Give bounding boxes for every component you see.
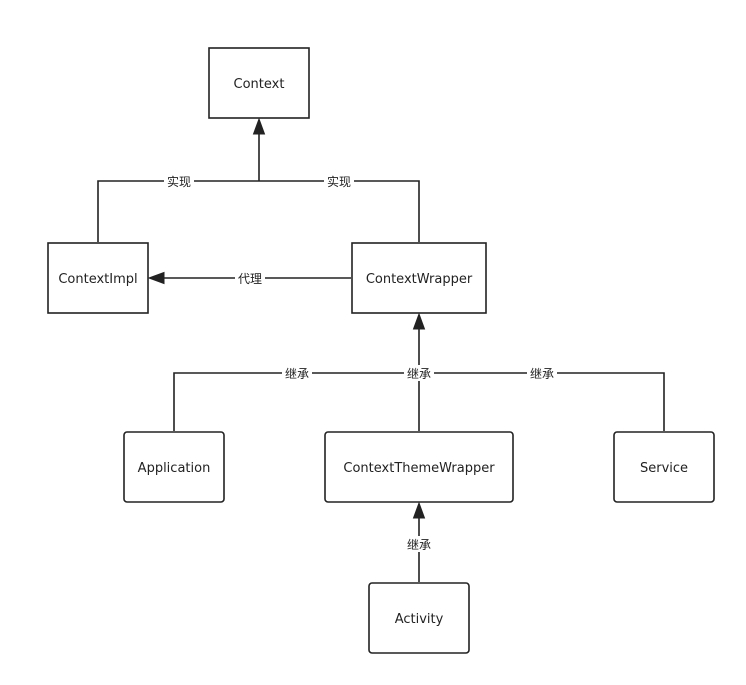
edge-label-impl-implements: 实现 (164, 173, 194, 189)
node-activity: Activity (368, 582, 470, 654)
edge-label-activity-inherits: 继承 (404, 536, 434, 552)
arrowhead-context-impl (147, 271, 165, 285)
node-context-theme-wrapper-label: ContextThemeWrapper (343, 461, 495, 476)
edge-label-wrapper-implements-text: 实现 (327, 174, 351, 189)
node-context: Context (208, 47, 310, 119)
node-service: Service (613, 431, 715, 503)
node-context-theme-wrapper: ContextThemeWrapper (324, 431, 514, 503)
node-application-label: Application (138, 461, 211, 476)
connector-context-impl-to-context (97, 180, 420, 242)
node-context-label: Context (234, 77, 285, 92)
node-context-wrapper-label: ContextWrapper (366, 272, 473, 287)
arrowhead-context (252, 117, 266, 135)
edge-label-wrapper-delegates-text: 代理 (238, 272, 262, 286)
node-context-wrapper: ContextWrapper (351, 242, 487, 314)
arrowhead-context-theme-wrapper (412, 501, 426, 519)
node-activity-label: Activity (395, 612, 444, 627)
edge-label-wrapper-delegates: 代理 (235, 270, 265, 286)
edge-label-wrapper-implements: 实现 (324, 173, 354, 189)
edge-label-service-inherits-text: 继承 (530, 367, 554, 381)
edge-label-service-inherits: 继承 (527, 365, 557, 381)
arrowhead-context-wrapper (412, 312, 426, 330)
node-context-impl: ContextImpl (47, 242, 149, 314)
node-service-label: Service (640, 461, 688, 476)
edge-label-theme-wrapper-inherits-text: 继承 (407, 367, 431, 381)
edge-label-application-inherits: 继承 (282, 365, 312, 381)
node-context-impl-label: ContextImpl (58, 272, 137, 287)
edge-label-impl-implements-text: 实现 (167, 174, 191, 189)
edge-label-theme-wrapper-inherits: 继承 (404, 365, 434, 381)
edge-label-application-inherits-text: 继承 (285, 367, 309, 381)
node-application: Application (123, 431, 225, 503)
edge-label-activity-inherits-text: 继承 (407, 538, 431, 552)
